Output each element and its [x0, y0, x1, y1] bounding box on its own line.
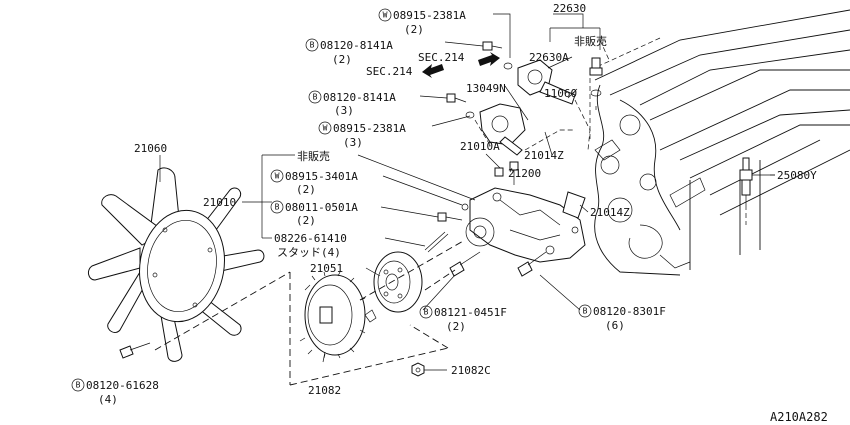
- engine-block-illustration: [589, 9, 850, 276]
- leader-lines: [159, 13, 775, 371]
- part-label-08915-2381a-mid: 08915-2381A: [333, 122, 406, 135]
- bolt-symbol-8301f: B: [578, 304, 592, 318]
- part-label-21060: 21060: [134, 142, 167, 155]
- svg-text:W: W: [323, 124, 328, 133]
- part-label-13049n: 13049N: [466, 82, 506, 95]
- svg-text:B: B: [583, 307, 588, 316]
- qty-label-08915-2381a-top: (2): [404, 23, 424, 36]
- qty-label-08915-2381a-mid: (3): [343, 136, 363, 149]
- svg-text:B: B: [76, 381, 81, 390]
- part-label-08011-0501a: 08011-0501A: [285, 201, 358, 214]
- bolt-symbol-0451f: B: [419, 305, 433, 319]
- sensor-25080y: [739, 157, 775, 225]
- pulley-21051-illustration: [373, 251, 423, 313]
- bolt-08120-61628-illustration: [119, 342, 151, 359]
- part-label-08915-3401a: 08915-3401A: [285, 170, 358, 183]
- svg-text:B: B: [313, 93, 318, 102]
- qty-label-08120-8141a-top: (2): [332, 53, 352, 66]
- thermostat-housing-illustration: [422, 41, 603, 156]
- svg-text:B: B: [310, 41, 315, 50]
- svg-text:B: B: [424, 308, 429, 317]
- part-label-21051: 21051: [310, 262, 343, 275]
- part-label-25080y: 25080Y: [777, 169, 817, 182]
- part-label-21082: 21082: [308, 384, 341, 397]
- bolt-symbol-61628: B: [71, 378, 85, 392]
- bolt-symbol-mid: B: [308, 90, 322, 104]
- part-label-21010: 21010: [203, 196, 236, 209]
- part-label-21014z-top: 21014Z: [524, 149, 564, 162]
- cooling-fan-21060-illustration: [87, 167, 265, 362]
- qty-label-stud: スタッド(4): [277, 246, 341, 259]
- part-label-08121-0451f: 08121-0451F: [434, 306, 507, 319]
- not-for-sale-label-mid: 非販売: [297, 150, 330, 163]
- section-ref-label-b: SEC.214: [366, 65, 413, 78]
- svg-text:W: W: [383, 11, 388, 20]
- part-label-22630a: 22630A: [529, 51, 569, 64]
- nut-21082c-illustration: [411, 362, 425, 377]
- part-label-21082c: 21082C: [451, 364, 491, 377]
- section-ref-label-a: SEC.214: [418, 51, 465, 64]
- qty-label-08120-8141a-mid: (3): [334, 104, 354, 117]
- bolt-symbol-0501a: B: [270, 200, 284, 214]
- page-reference-code: A210A282: [770, 410, 828, 424]
- qty-label-08120-61628: (4): [98, 393, 118, 406]
- part-label-08120-8301f: 08120-8301F: [593, 305, 666, 318]
- not-for-sale-label-top: 非販売: [574, 35, 607, 48]
- water-pump-illustration: [424, 161, 586, 277]
- assembly-dashed-lines: [154, 99, 591, 386]
- part-label-21010a: 21010A: [460, 140, 500, 153]
- qty-label-08011-0501a: (2): [296, 214, 316, 227]
- part-label-08120-8141a-mid: 08120-8141A: [323, 91, 396, 104]
- part-label-08120-8141a-top: 08120-8141A: [320, 39, 393, 52]
- part-label-11060: 11060: [544, 87, 577, 100]
- part-label-08915-2381a-top: 08915-2381A: [393, 9, 466, 22]
- part-label-08120-61628: 08120-61628: [86, 379, 159, 392]
- part-label-21200: 21200: [508, 167, 541, 180]
- svg-text:W: W: [275, 172, 280, 181]
- part-label-21014z-mid: 21014Z: [590, 206, 630, 219]
- part-label-22630: 22630: [553, 2, 586, 15]
- qty-label-08120-8301f: (6): [605, 319, 625, 332]
- svg-text:B: B: [275, 203, 280, 212]
- washer-symbol-top: W: [378, 8, 392, 22]
- qty-label-08915-3401a: (2): [296, 183, 316, 196]
- qty-label-08121-0451f: (2): [446, 320, 466, 333]
- bolt-symbol-top: B: [305, 38, 319, 52]
- fan-coupling-21082-illustration: [299, 271, 377, 359]
- washer-symbol-3401a: W: [270, 169, 284, 183]
- part-label-08226-61410: 08226-61410: [274, 232, 347, 245]
- washer-symbol-mid: W: [318, 121, 332, 135]
